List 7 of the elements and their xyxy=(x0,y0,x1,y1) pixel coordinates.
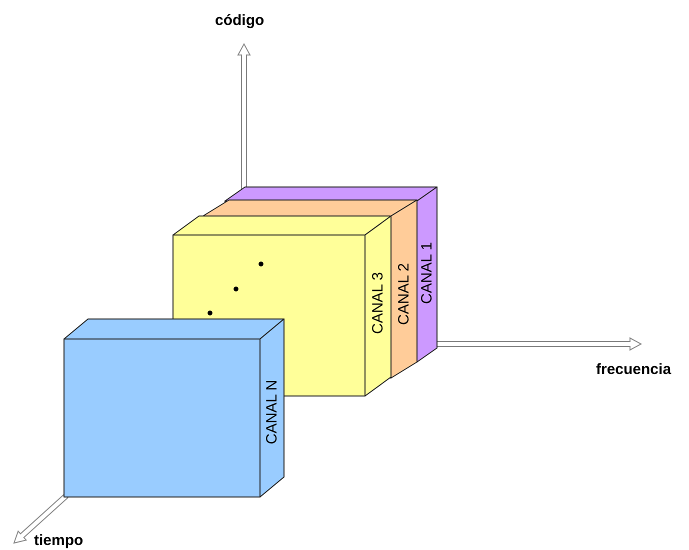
channel-label: CANAL 2 xyxy=(396,263,412,325)
channel-label: CANAL 3 xyxy=(370,272,386,334)
axis-label: código xyxy=(215,12,264,29)
axis-label: frecuencia xyxy=(596,361,672,378)
axis-label: tiempo xyxy=(34,532,84,549)
channel-label: CANAL 1 xyxy=(418,242,436,304)
channel-label: CANAL N xyxy=(264,380,280,444)
